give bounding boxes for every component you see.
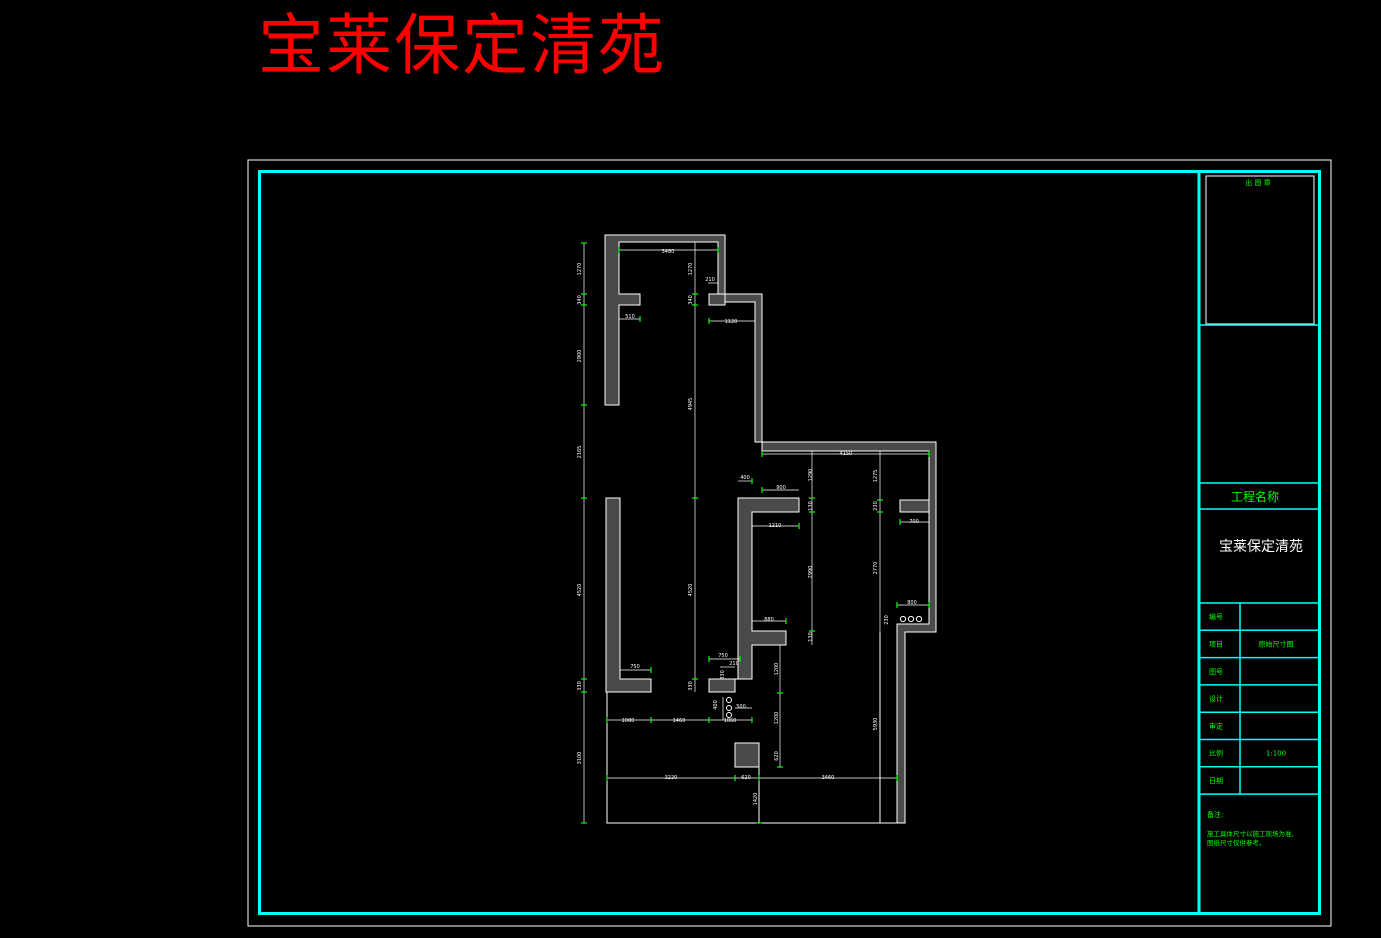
title-block-row-value: 原始尺寸图 xyxy=(1259,639,1294,648)
inner-frame xyxy=(258,170,1321,915)
dim-text: 1270 xyxy=(688,263,694,276)
dim-text: 4150 xyxy=(840,451,853,457)
dim-text: 620 xyxy=(774,751,780,761)
dim-text: 130 xyxy=(808,501,814,511)
notes-line-1: 施工具体尺寸以施工现场为准, xyxy=(1207,829,1294,838)
dim-text: 1460 xyxy=(673,718,686,724)
dim-text: 5930 xyxy=(873,718,879,731)
title-block-row-label: 比例 xyxy=(1209,749,1223,758)
notes-label: 备注: xyxy=(1207,810,1223,819)
stamp-box xyxy=(1205,175,1315,325)
dim-text: 340 xyxy=(577,295,583,305)
title-block-row-label: 审定 xyxy=(1209,721,1223,730)
dim-text: 500 xyxy=(736,704,746,710)
wall-north-and-left-upper xyxy=(604,234,763,443)
dim-text: 330 xyxy=(720,670,726,680)
dim-text: 1210 xyxy=(769,523,782,529)
dim-text: 3220 xyxy=(665,775,678,781)
title-block-row-label: 图号 xyxy=(1209,668,1223,676)
title-block-row-label: 设计 xyxy=(1209,694,1223,703)
page-title: 宝莱保定清苑 xyxy=(258,7,666,84)
title-block-row-value: 1:100 xyxy=(1266,750,1286,758)
dimension-texts: 3480 210 510 1120 750 4150 400 900 1210 … xyxy=(622,249,919,781)
dimension-ticks xyxy=(581,242,930,824)
project-name-label: 工程名称 xyxy=(1231,489,1279,504)
fixture-circle xyxy=(726,705,732,711)
dim-text: 340 xyxy=(688,295,694,305)
dim-text: 4945 xyxy=(688,398,694,411)
dim-text: 230 xyxy=(873,501,879,511)
dim-text: 330 xyxy=(688,681,694,691)
dimension-lines xyxy=(583,242,929,823)
walls xyxy=(604,234,937,824)
dim-text: 800 xyxy=(907,600,917,606)
fixture-circle xyxy=(915,615,923,623)
dim-text: 1275 xyxy=(873,470,879,483)
fixture-circle xyxy=(726,697,732,703)
dim-text: 3100 xyxy=(577,752,583,765)
dim-text: 1060 xyxy=(724,718,737,724)
fixture-circle xyxy=(726,712,732,718)
dim-text: 1200 xyxy=(774,712,780,725)
outer-frame xyxy=(247,159,1332,927)
dim-text: 3460 xyxy=(822,775,835,781)
dim-text: 880 xyxy=(764,617,774,623)
dim-text: 210 xyxy=(729,661,739,667)
fixture-circle xyxy=(899,615,907,623)
wall-left-lower xyxy=(605,497,652,693)
dim-text: 620 xyxy=(741,775,751,781)
fixture-circle xyxy=(907,615,915,623)
dim-text: 900 xyxy=(776,485,786,491)
dim-text: 1290 xyxy=(808,469,814,482)
dimension-texts-vertical: 1270 340 2900 2165 4520 330 3100 1270 34… xyxy=(577,263,890,806)
dim-text: 230 xyxy=(884,615,890,625)
dim-text: 1120 xyxy=(725,319,738,325)
project-name: 宝莱保定清苑 xyxy=(1219,539,1303,555)
title-block-row-label: 编号 xyxy=(1209,612,1223,621)
dim-text: 1200 xyxy=(774,663,780,676)
dim-text: 400 xyxy=(713,700,719,710)
title-block-row-label: 项目 xyxy=(1209,640,1223,648)
dim-text: 750 xyxy=(718,653,728,659)
wall-stub-upper-right xyxy=(708,293,726,306)
dim-text: 210 xyxy=(705,277,715,283)
wall-stub-east-inner xyxy=(899,499,930,513)
dim-text: 1080 xyxy=(622,718,635,724)
dim-text: 700 xyxy=(909,519,919,525)
dim-text: 750 xyxy=(630,664,640,670)
stamp-label: 出 图 章 xyxy=(1245,178,1270,187)
dim-text: 2900 xyxy=(577,350,583,363)
dim-text: 2770 xyxy=(873,562,879,575)
dim-text: 400 xyxy=(740,475,750,481)
dim-text: 4520 xyxy=(688,584,694,597)
notes-line-2: 图纸尺寸仅供参考。 xyxy=(1207,838,1266,847)
dim-text: 2990 xyxy=(808,566,814,579)
column-block xyxy=(734,742,760,768)
dim-text: 1420 xyxy=(753,793,759,806)
dim-text: 130 xyxy=(808,632,814,642)
title-block-row-label: 日期 xyxy=(1209,777,1223,785)
dim-text: 3480 xyxy=(662,249,675,255)
dim-text: 1270 xyxy=(577,263,583,276)
wall-central-partition xyxy=(708,497,800,693)
dim-text: 330 xyxy=(577,681,583,691)
dim-text: 510 xyxy=(625,314,635,320)
dim-text: 4520 xyxy=(577,584,583,597)
fixtures xyxy=(726,615,923,718)
dim-text: 2165 xyxy=(577,446,583,459)
